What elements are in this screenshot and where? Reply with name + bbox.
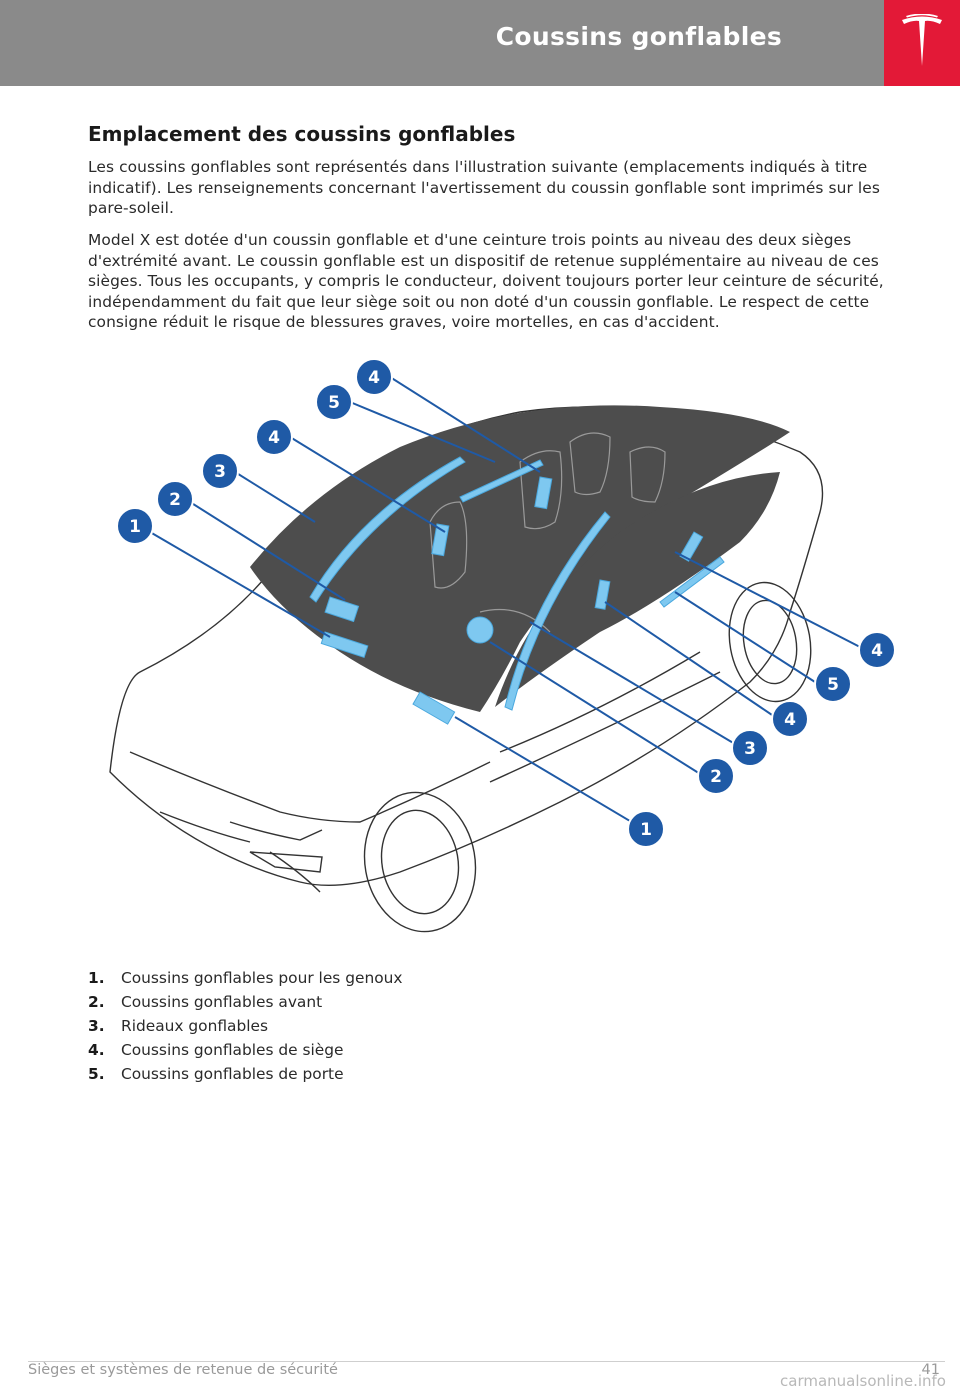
legend-label: Rideaux gonflables [121,1017,268,1035]
legend-item: 3. Rideaux gonflables [88,1014,402,1038]
page-header: Coussins gonflables [0,0,884,86]
intro-paragraph: Les coussins gonflables sont représentés… [88,158,880,218]
callout-right-5: 5 [814,665,852,703]
tesla-logo-icon [902,14,942,66]
svg-text:4: 4 [871,641,883,661]
section-heading: Emplacement des coussins gonflables [88,122,516,146]
page-title: Coussins gonflables [495,22,782,51]
svg-text:5: 5 [328,393,340,413]
callout-right-1: 1 [627,810,665,848]
callout-right-4a: 4 [858,631,896,669]
legend-number: 4. [88,1041,105,1059]
brand-logo-box [884,0,960,86]
callout-left-5: 5 [315,383,353,421]
footer-divider [28,1361,945,1362]
callout-left-4a: 4 [355,358,393,396]
svg-text:2: 2 [169,490,181,510]
svg-text:4: 4 [368,368,380,388]
legend-item: 5. Coussins gonflables de porte [88,1062,402,1086]
svg-text:4: 4 [268,428,280,448]
legend-label: Coussins gonflables de siège [121,1041,344,1059]
legend-number: 2. [88,993,105,1011]
model-x-paragraph: Model X est dotée d'un coussin gonflable… [88,231,884,332]
page-number: 41 [921,1362,940,1378]
watermark: carmanualsonline.info [780,1372,946,1390]
legend-item: 2. Coussins gonflables avant [88,990,402,1014]
leader-lines [149,376,861,828]
footer-section-title: Sièges et systèmes de retenue de sécurit… [28,1362,338,1378]
svg-text:1: 1 [129,517,141,537]
airbag-illustration: 4 5 4 3 2 1 4 5 4 3 2 1 [100,352,900,952]
legend-number: 1. [88,969,105,987]
legend-label: Coussins gonflables avant [121,993,323,1011]
callout-right-3: 3 [731,729,769,767]
callout-right-4b: 4 [771,700,809,738]
svg-text:3: 3 [214,462,226,482]
legend-label: Coussins gonflables de porte [121,1065,344,1083]
airbag-legend: 1. Coussins gonflables pour les genoux 2.… [88,966,402,1086]
legend-number: 5. [88,1065,105,1083]
svg-text:4: 4 [784,710,796,730]
svg-text:3: 3 [744,739,756,759]
callout-left-4b: 4 [255,418,293,456]
legend-item: 1. Coussins gonflables pour les genoux [88,966,402,990]
airbag-shapes [309,456,725,725]
callout-right-2: 2 [697,757,735,795]
legend-item: 4. Coussins gonflables de siège [88,1038,402,1062]
svg-text:5: 5 [827,675,839,695]
callout-left-3: 3 [201,452,239,490]
windshield [250,405,790,712]
callout-left-1: 1 [116,507,154,545]
svg-text:1: 1 [640,820,652,840]
legend-label: Coussins gonflables pour les genoux [121,969,403,987]
car-diagram: 4 5 4 3 2 1 4 5 4 3 2 1 [109,358,896,933]
seat-outlines [429,432,666,633]
side-window [495,472,780,707]
svg-text:2: 2 [710,767,722,787]
legend-number: 3. [88,1017,105,1035]
car-outline [109,406,824,933]
callout-left-2: 2 [156,480,194,518]
